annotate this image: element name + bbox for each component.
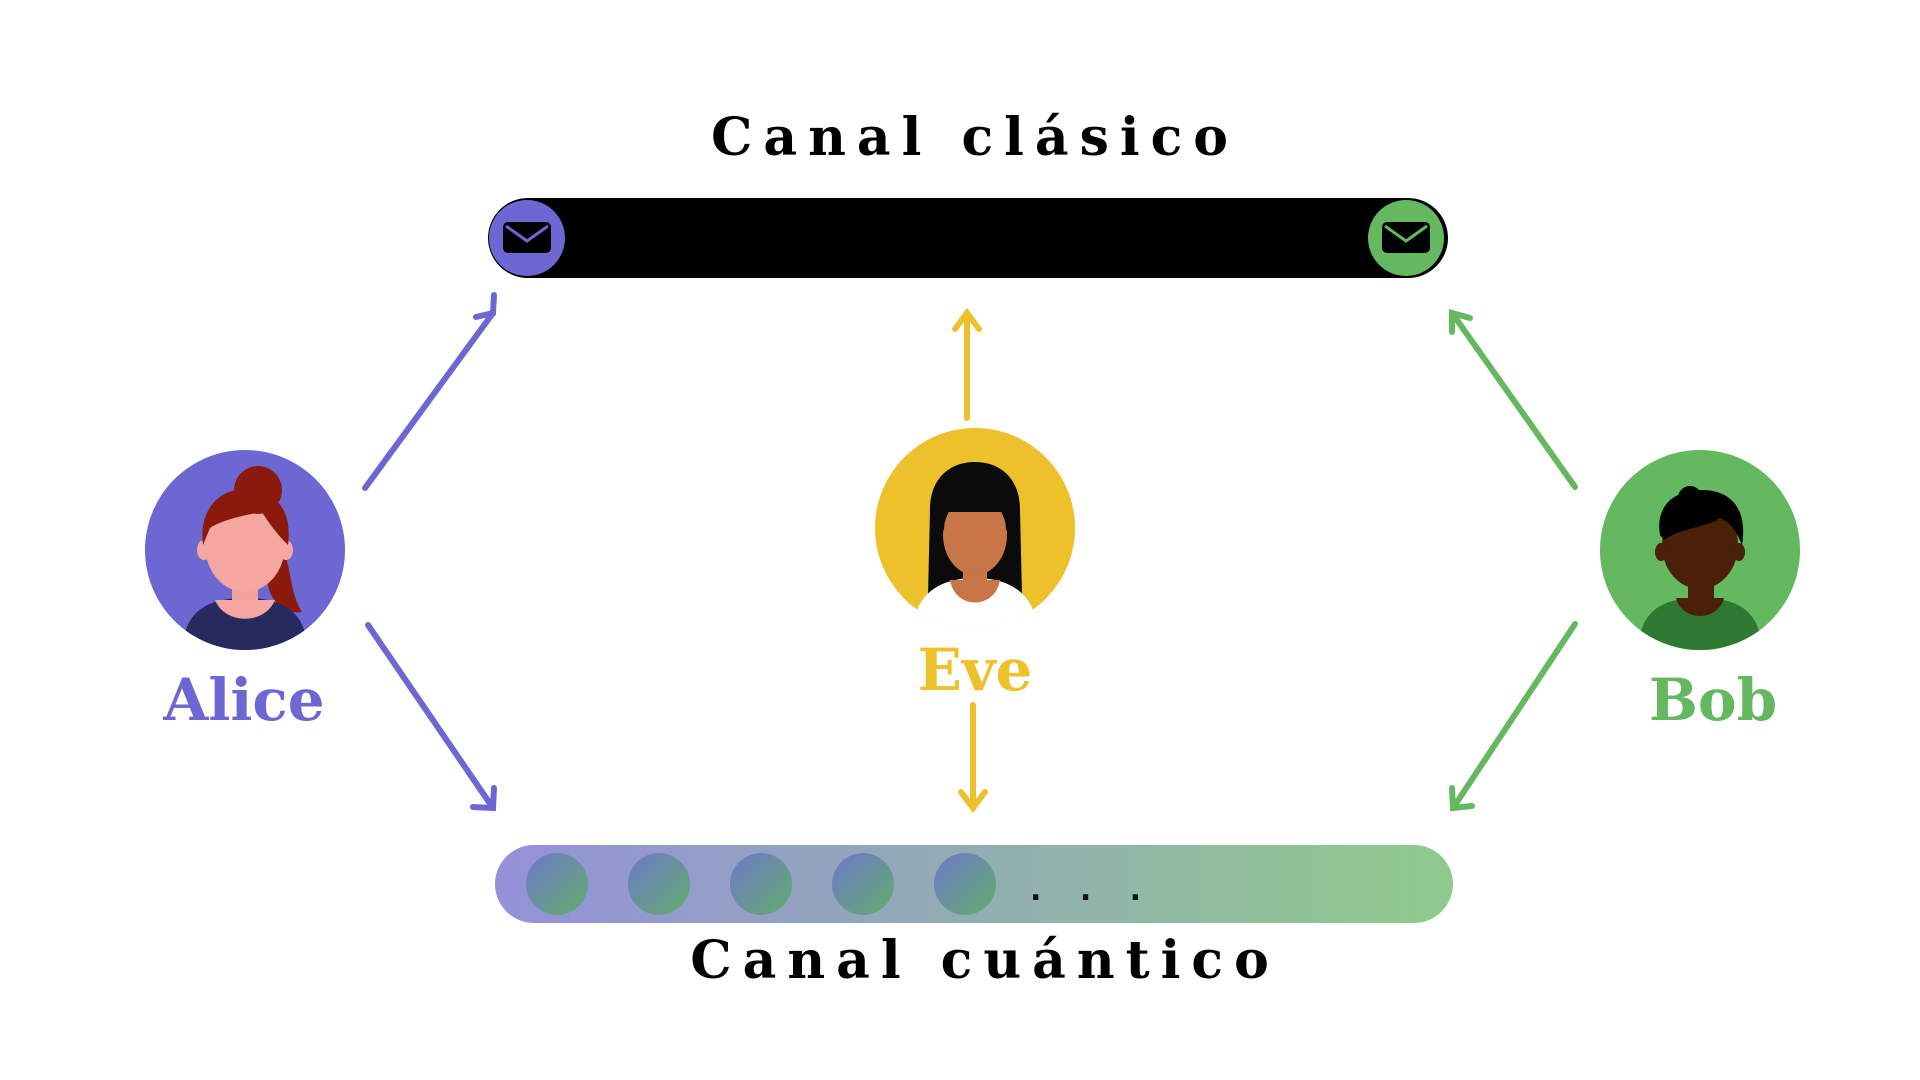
eve-avatar [875,428,1075,628]
qubit-icon [934,853,996,915]
alice-envelope-icon [489,200,565,276]
bob-avatar [1600,450,1800,650]
qubit-icon [730,853,792,915]
eve-to-classical-arrow [952,308,982,421]
bob-envelope-icon [1368,200,1444,276]
classical-channel-title: Canal clásico [711,107,1239,168]
bob-name: Bob [1649,666,1777,734]
eve-to-quantum-arrow [958,702,988,813]
qubit-icon [526,853,588,915]
alice-to-classical-arrow [362,292,497,491]
alice-avatar [145,450,345,650]
bob-to-quantum-arrow [1449,621,1578,812]
bob-to-classical-arrow [1449,309,1578,490]
quantum-channel-title: Canal cuántico [690,930,1280,991]
classical-channel-bar [488,198,1448,278]
eve-name: Eve [918,636,1033,704]
alice-name: Alice [162,666,324,734]
qubit-icon [832,853,894,915]
quantum-channel-bar: . . . [495,845,1453,923]
qubit-icon [628,853,690,915]
quantum-ellipsis: . . . [1030,873,1155,908]
alice-to-quantum-arrow [365,622,497,812]
